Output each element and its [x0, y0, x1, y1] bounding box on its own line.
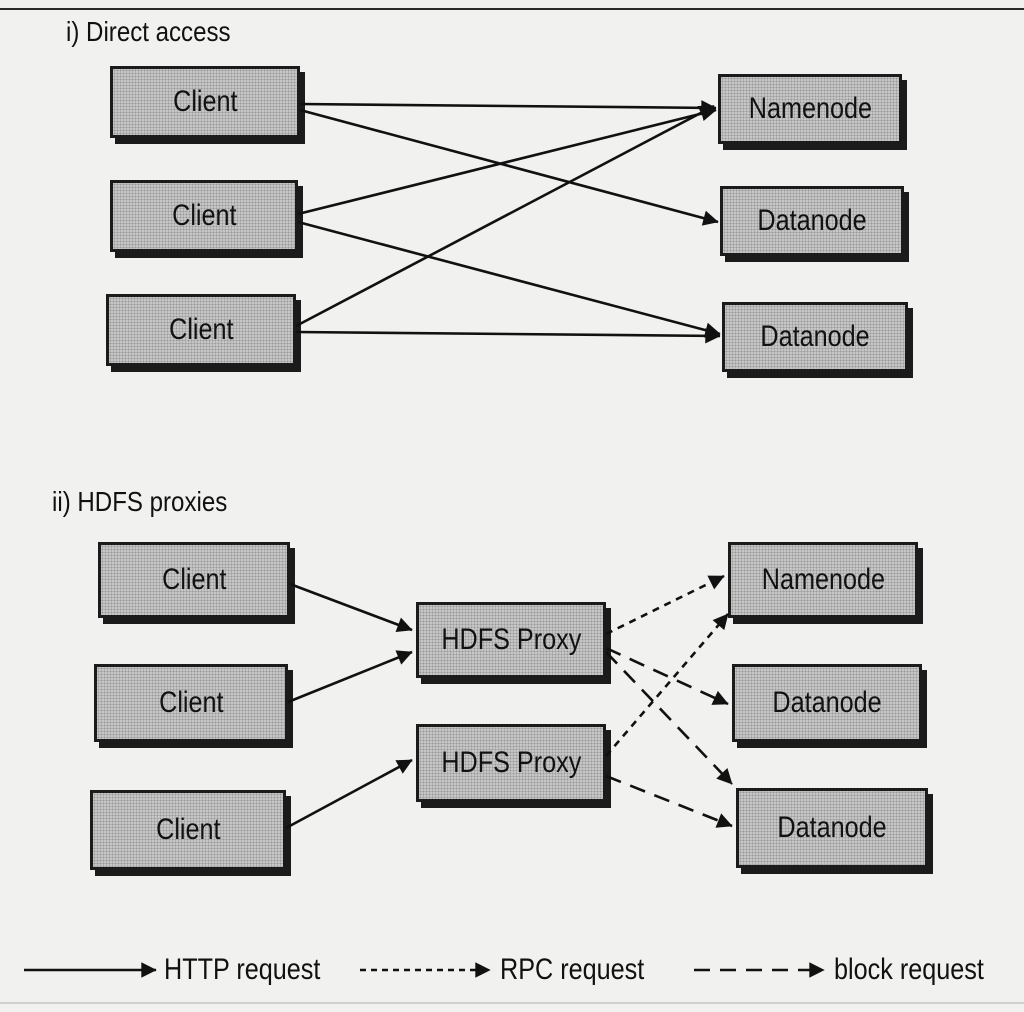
proxy-label: HDFS Proxy — [440, 746, 582, 779]
legend-rpc: RPC request — [500, 948, 672, 992]
http-arrow — [295, 104, 715, 328]
client-box-3: Client — [106, 294, 296, 366]
proxy-datanode-box-2: Datanode — [736, 788, 928, 868]
legend-http: HTTP request — [164, 948, 350, 992]
client-label: Client — [161, 563, 227, 596]
legend-http-label: HTTP request — [164, 953, 321, 986]
block-arrow — [605, 646, 729, 706]
client-box-1: Client — [110, 66, 300, 138]
http-arrow — [287, 650, 413, 704]
hdfs-proxy-box-1: HDFS Proxy — [416, 602, 606, 678]
client-label: Client — [171, 199, 237, 232]
datanode-box-1: Datanode — [720, 186, 904, 256]
hdfs-proxy-box-2: HDFS Proxy — [416, 724, 606, 802]
bottom-rule — [0, 1002, 1024, 1004]
client-label: Client — [172, 85, 238, 118]
http-arrow — [289, 582, 413, 633]
block-arrow — [605, 651, 733, 785]
datanode-label: Datanode — [772, 686, 882, 719]
rpc-arrow — [605, 574, 725, 636]
client-box-2: Client — [110, 180, 298, 252]
client-label: Client — [158, 686, 224, 719]
http-arrow — [297, 220, 721, 338]
http-arrow — [299, 108, 719, 226]
datanode-label: Datanode — [757, 204, 867, 237]
namenode-box: Namenode — [718, 74, 902, 144]
namenode-label: Namenode — [748, 92, 872, 125]
legend-block-label: block request — [834, 953, 984, 986]
proxy-datanode-box-1: Datanode — [732, 664, 922, 742]
namenode-label: Namenode — [761, 563, 885, 596]
proxy-client-box-2: Client — [94, 664, 288, 742]
proxy-client-box-1: Client — [98, 542, 290, 618]
datanode-label: Datanode — [760, 320, 870, 353]
http-arrow — [299, 100, 717, 116]
block-arrow — [605, 774, 733, 828]
datanode-label: Datanode — [777, 811, 887, 844]
client-label: Client — [168, 313, 234, 346]
proxy-namenode-box: Namenode — [728, 542, 918, 618]
section-title-direct-access: i) Direct access — [66, 16, 231, 47]
top-rule — [0, 8, 1024, 10]
http-arrow — [295, 328, 721, 344]
http-arrow — [297, 106, 717, 216]
proxy-label: HDFS Proxy — [440, 623, 582, 656]
http-arrow — [285, 758, 413, 830]
section-title-hdfs-proxies: ii) HDFS proxies — [52, 486, 228, 517]
legend-block: block request — [834, 948, 1012, 992]
rpc-arrow — [605, 613, 729, 757]
proxy-client-box-3: Client — [90, 790, 286, 870]
datanode-box-2: Datanode — [722, 302, 908, 372]
client-label: Client — [155, 813, 221, 846]
legend-rpc-label: RPC request — [500, 953, 645, 986]
